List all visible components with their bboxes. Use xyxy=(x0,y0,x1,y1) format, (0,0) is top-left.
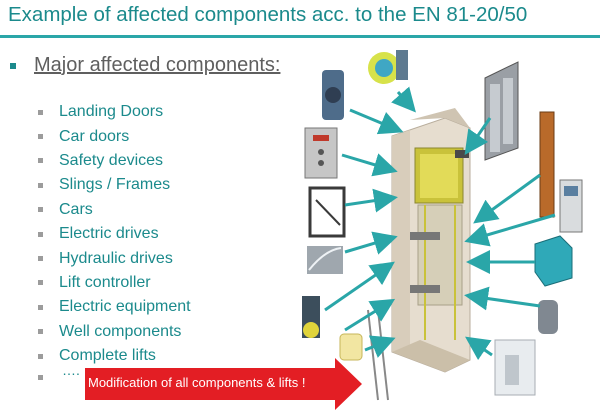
banner-text: Modification of all components & lifts ! xyxy=(88,375,306,390)
list-item: Complete lifts xyxy=(38,344,191,368)
complete-lift-image xyxy=(494,339,536,396)
controller-cabinet-image xyxy=(559,179,583,233)
list-item-label: Safety devices xyxy=(59,151,164,169)
bullet-marker xyxy=(38,329,43,335)
list-item-label: Cars xyxy=(59,200,93,218)
door-operator-image xyxy=(322,70,344,120)
list-item-label: Electric equipment xyxy=(59,298,191,316)
banner-arrow xyxy=(85,358,362,410)
list-item: Car doors xyxy=(38,124,191,148)
list-item-label: Complete lifts xyxy=(59,347,156,365)
bullet-marker xyxy=(38,375,43,380)
list-item: Well components xyxy=(38,320,191,344)
list-item-label: Well components xyxy=(59,322,182,340)
bullet-marker xyxy=(38,109,43,115)
list-item-label: Car doors xyxy=(59,127,130,145)
title-divider xyxy=(0,35,600,38)
ladder-image xyxy=(367,309,389,401)
heading-row: Major affected components: xyxy=(10,54,280,77)
sling-frame-image xyxy=(308,186,346,238)
list-item: Slings / Frames xyxy=(38,173,191,197)
landing-door-image xyxy=(484,61,519,161)
rail-image xyxy=(539,111,555,218)
list-item: Hydraulic drives xyxy=(38,246,191,270)
list-item: Safety devices xyxy=(38,149,191,173)
buffer-image xyxy=(302,296,320,338)
safety-gear-image xyxy=(538,300,558,334)
bullet-marker xyxy=(10,62,16,69)
pointer-arrows xyxy=(324,86,556,361)
component-list: Landing Doors Car doors Safety devices S… xyxy=(38,100,191,368)
motor-image xyxy=(368,50,408,84)
list-item: Electric equipment xyxy=(38,295,191,319)
cylinder-image xyxy=(339,333,363,361)
bullet-marker xyxy=(38,134,43,140)
bullet-marker xyxy=(38,353,43,359)
slide-title: Example of affected components acc. to t… xyxy=(8,3,528,26)
bullet-marker xyxy=(38,182,43,188)
list-item-label: Hydraulic drives xyxy=(59,249,173,267)
elevator-shaft xyxy=(391,108,471,373)
list-item: Cars xyxy=(38,198,191,222)
section-heading: Major affected components: xyxy=(34,54,281,76)
list-item: Landing Doors xyxy=(38,100,191,124)
bullet-marker xyxy=(38,231,43,237)
bullet-marker xyxy=(38,280,43,286)
ellipsis-text: …. xyxy=(62,362,80,378)
bullet-marker xyxy=(38,256,43,262)
list-item-label: Landing Doors xyxy=(59,103,164,121)
list-item-label: Electric drives xyxy=(59,225,159,243)
list-item-label: Slings / Frames xyxy=(59,176,171,194)
cables-image xyxy=(307,246,343,274)
list-item: Lift controller xyxy=(38,271,191,295)
drive-unit-image xyxy=(534,235,573,287)
bullet-marker xyxy=(38,304,43,310)
list-item-label: Lift controller xyxy=(59,273,151,291)
list-item: Electric drives xyxy=(38,222,191,246)
bullet-marker xyxy=(38,158,43,164)
bullet-marker xyxy=(38,207,43,213)
panel-image xyxy=(304,127,338,179)
